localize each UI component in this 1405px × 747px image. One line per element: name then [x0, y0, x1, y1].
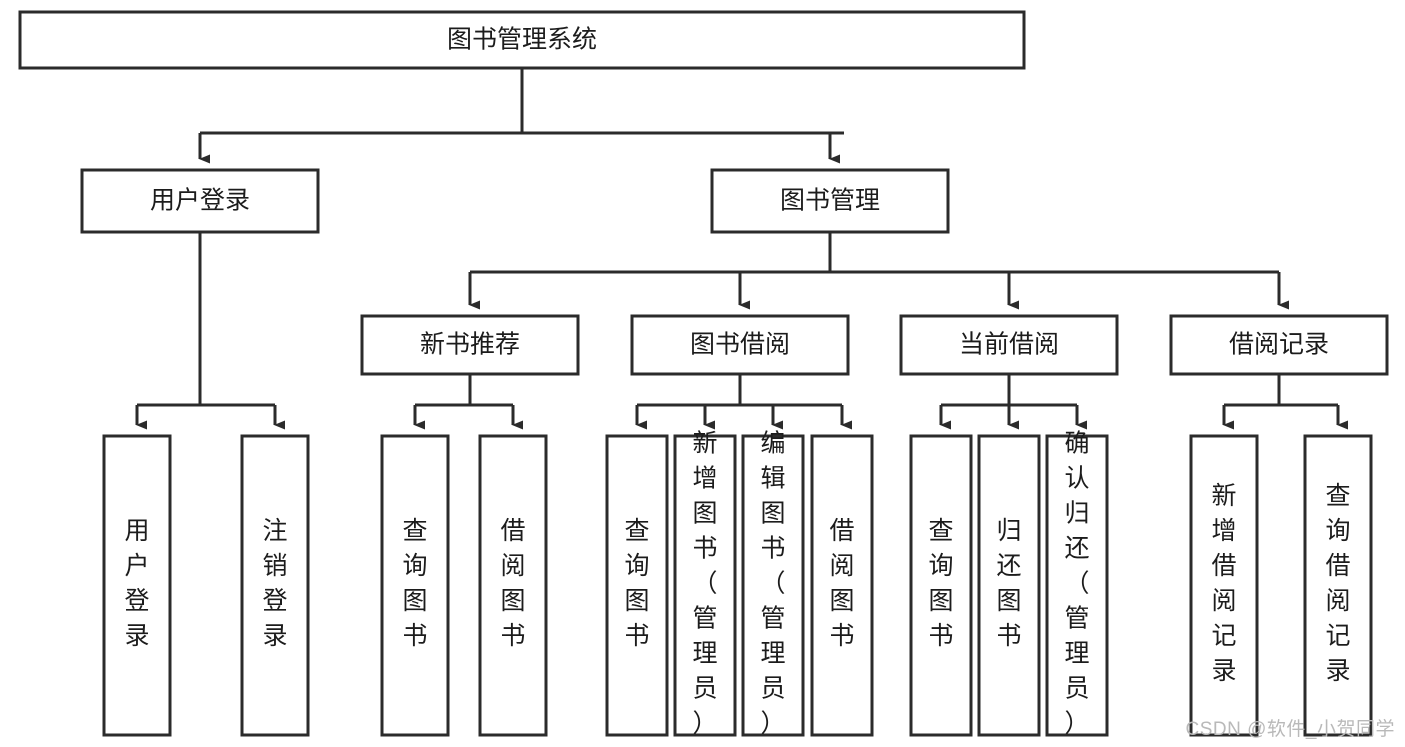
leaf-current-borrow-2[interactable]: 确认归还（管理员） — [1045, 430, 1109, 738]
leaf-user-login-1[interactable]: 注销登录 — [240, 434, 310, 737]
node-new-book-recommend[interactable]: 新书推荐 — [360, 314, 580, 376]
node-current-borrow[interactable]: 当前借阅 — [899, 314, 1119, 376]
leaf-current-borrow-0[interactable]: 查询图书 — [909, 434, 973, 737]
leaf-borrow-record-0-box[interactable] — [1189, 434, 1259, 737]
leaf-current-borrow-1-label: 归还图书 — [996, 517, 1021, 650]
leaf-new-book-1[interactable]: 借阅图书 — [478, 434, 548, 737]
leaf-book-borrow-1[interactable]: 新增图书（管理员） — [673, 430, 737, 738]
leaf-borrow-record-1-box[interactable] — [1303, 434, 1373, 737]
leaf-user-login-1-label: 注销登录 — [262, 517, 287, 650]
leaf-new-book-0[interactable]: 查询图书 — [380, 434, 450, 737]
node-book-borrow-box[interactable] — [630, 314, 850, 376]
leaf-user-login-0[interactable]: 用户登录 — [102, 434, 172, 737]
leaf-book-borrow-1-label: 新增图书（管理员） — [692, 430, 717, 738]
node-current-borrow-box[interactable] — [899, 314, 1119, 376]
leaf-new-book-1-label: 借阅图书 — [500, 517, 525, 650]
node-borrow-record[interactable]: 借阅记录 — [1169, 314, 1389, 376]
leaf-book-borrow-3-box[interactable] — [810, 434, 874, 737]
leaf-user-login-1-box[interactable] — [240, 434, 310, 737]
connector-group-borrow-record — [1222, 374, 1348, 430]
node-book-management-label: 图书管理 — [780, 187, 880, 215]
leaf-user-login-0-box[interactable] — [102, 434, 172, 737]
node-book-management-box[interactable] — [710, 168, 950, 234]
leaf-current-borrow-1-box[interactable] — [977, 434, 1041, 737]
leaf-current-borrow-2-box[interactable] — [1045, 434, 1109, 737]
leaf-book-borrow-0-label: 查询图书 — [624, 517, 649, 650]
connector-group-root — [198, 68, 844, 164]
connector-group-current-borrow — [939, 374, 1087, 430]
node-book-borrow[interactable]: 图书借阅 — [630, 314, 850, 376]
leaf-book-borrow-3[interactable]: 借阅图书 — [810, 434, 874, 737]
node-root-system[interactable]: 图书管理系统 — [18, 10, 1026, 70]
node-borrow-record-box[interactable] — [1169, 314, 1389, 376]
leaf-new-book-1-box[interactable] — [478, 434, 548, 737]
node-new-book-recommend-box[interactable] — [360, 314, 580, 376]
leaf-book-borrow-2[interactable]: 编辑图书（管理员） — [741, 430, 805, 738]
leaf-borrow-record-0[interactable]: 新增借阅记录 — [1189, 434, 1259, 737]
leaf-borrow-record-1-label: 查询借阅记录 — [1325, 482, 1350, 685]
connector-group-new-book — [413, 374, 523, 430]
node-new-book-recommend-label: 新书推荐 — [420, 331, 520, 359]
node-root-box[interactable] — [18, 10, 1026, 70]
leaf-book-borrow-0[interactable]: 查询图书 — [605, 434, 669, 737]
csdn-watermark: CSDN @软件_小贺同学 — [1185, 719, 1395, 740]
leaf-current-borrow-1[interactable]: 归还图书 — [977, 434, 1041, 737]
leaf-book-borrow-1-box[interactable] — [673, 434, 737, 737]
connector-group-user-login — [135, 232, 285, 430]
leaf-borrow-record-1[interactable]: 查询借阅记录 — [1303, 434, 1373, 737]
leaf-book-borrow-2-box[interactable] — [741, 434, 805, 737]
leaf-borrow-record-0-label: 新增借阅记录 — [1211, 482, 1236, 685]
node-user-login-box[interactable] — [80, 168, 320, 234]
leaf-book-borrow-0-box[interactable] — [605, 434, 669, 737]
connector-group-book-borrow — [635, 374, 852, 430]
leaf-current-borrow-0-box[interactable] — [909, 434, 973, 737]
node-root-label: 图书管理系统 — [447, 26, 597, 54]
node-current-borrow-label: 当前借阅 — [959, 331, 1059, 359]
connector-group-book-management — [468, 232, 1289, 310]
node-book-management[interactable]: 图书管理 — [710, 168, 950, 234]
leaf-new-book-0-label: 查询图书 — [402, 517, 427, 650]
leaf-current-borrow-0-label: 查询图书 — [928, 517, 953, 650]
leaf-new-book-0-box[interactable] — [380, 434, 450, 737]
node-book-borrow-label: 图书借阅 — [690, 331, 790, 359]
node-user-login-label: 用户登录 — [150, 187, 250, 215]
leaf-user-login-0-label: 用户登录 — [124, 517, 149, 650]
leaf-current-borrow-2-label: 确认归还（管理员） — [1064, 430, 1089, 738]
node-borrow-record-label: 借阅记录 — [1229, 331, 1329, 359]
node-user-login[interactable]: 用户登录 — [80, 168, 320, 234]
leaf-book-borrow-3-label: 借阅图书 — [829, 517, 854, 650]
leaf-book-borrow-2-label: 编辑图书（管理员） — [760, 430, 785, 738]
